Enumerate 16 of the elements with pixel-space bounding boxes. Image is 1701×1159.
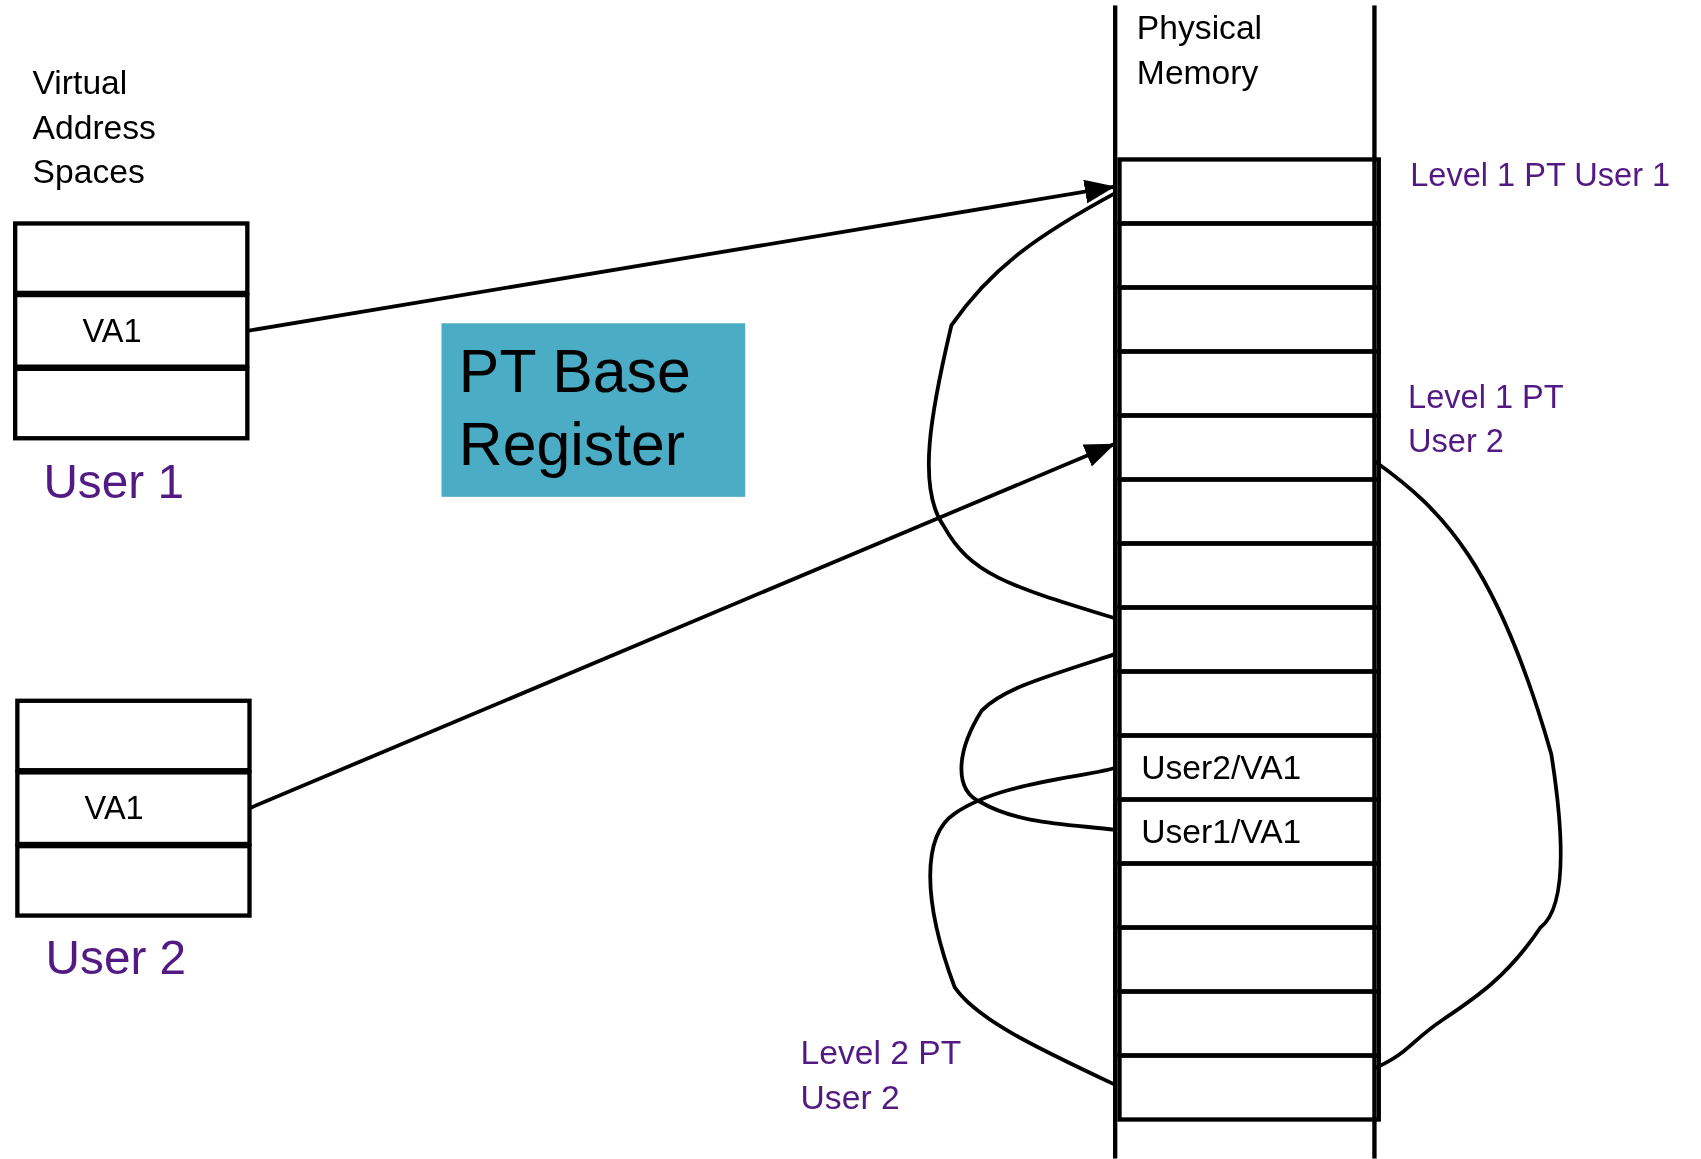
page-table-label: Level 1 PT User 1 xyxy=(1410,155,1672,194)
address-slot xyxy=(15,698,252,773)
address-slot: VA1 xyxy=(13,292,250,369)
connector-curve xyxy=(959,652,1116,832)
column-heading: Physical Memory xyxy=(1136,7,1264,94)
register-box: PT Base Register xyxy=(441,323,746,497)
user-label: User 1 xyxy=(43,454,184,509)
page-table-label: Level 1 PT User 2 xyxy=(1408,377,1565,461)
connector-curve xyxy=(928,766,1116,1087)
memory-cell xyxy=(1117,1053,1381,1122)
address-slot xyxy=(13,366,250,441)
user-label: User 2 xyxy=(45,930,187,985)
heading-text: Virtual Address Spaces xyxy=(32,63,157,193)
arrow xyxy=(247,179,1116,333)
address-slot xyxy=(15,843,252,918)
page-table-label: Level 2 PT User 2 xyxy=(800,1032,962,1119)
